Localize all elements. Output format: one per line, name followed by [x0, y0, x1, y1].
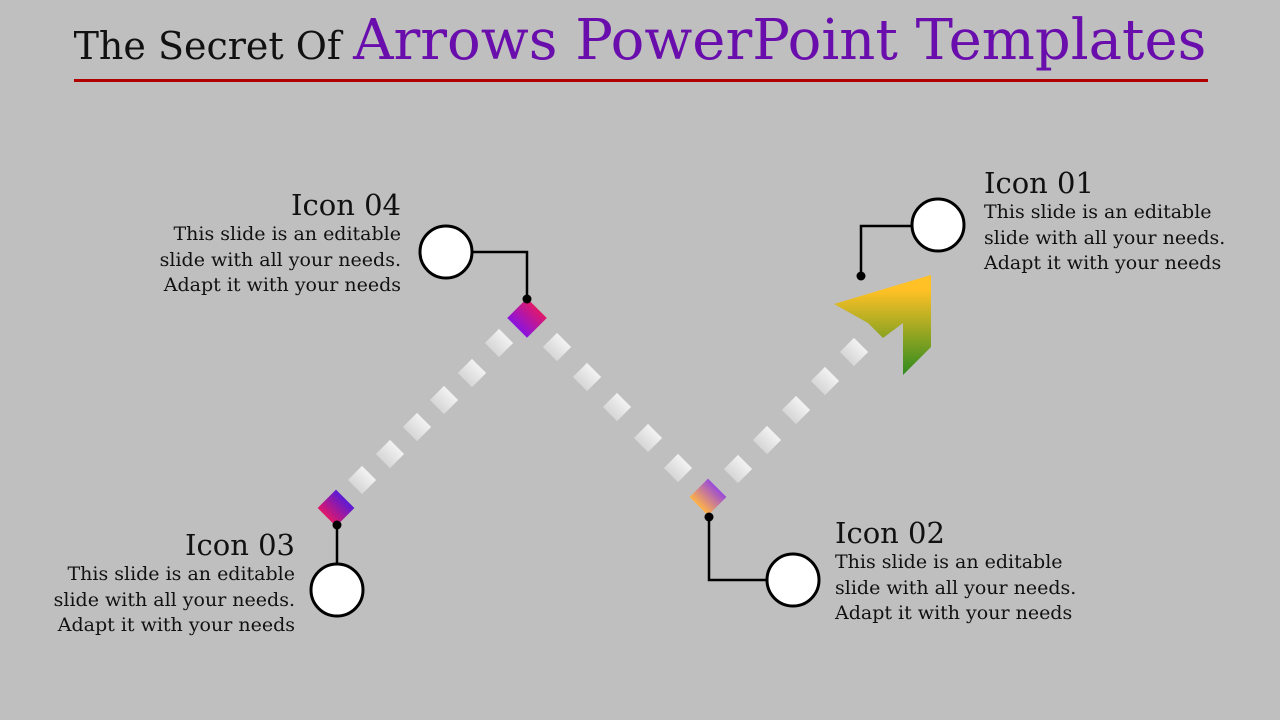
title-underline	[74, 79, 1208, 82]
path-tile	[429, 385, 459, 415]
connector-01	[859, 224, 911, 276]
icon-03-line-1: This slide is an editable	[67, 563, 295, 585]
icon-02-line-3: Adapt it with your needs	[835, 602, 1073, 624]
path-tile	[375, 439, 405, 469]
connector-dot-04	[522, 294, 532, 304]
text-block-icon-01: Icon 01 This slide is an editable slide …	[984, 166, 1225, 277]
path-tile	[402, 412, 432, 442]
icon-circle-01	[910, 197, 966, 253]
path-tile	[542, 332, 572, 362]
icon-circle-03	[309, 562, 365, 618]
connector-dot-03	[332, 520, 342, 530]
icon-01-heading: Icon 01	[984, 166, 1094, 200]
icon-04-line-1: This slide is an editable	[173, 223, 401, 245]
path-tile	[347, 465, 377, 495]
slide-title: The Secret Of Arrows PowerPoint Template…	[0, 8, 1280, 73]
text-block-icon-03: Icon 03 This slide is an editable slide …	[40, 528, 295, 639]
title-prefix: The Secret Of	[73, 24, 354, 68]
arrow-head	[834, 275, 931, 375]
icon-03-line-3: Adapt it with your needs	[57, 614, 295, 636]
icon-circle-04	[418, 224, 474, 280]
icon-02-line-2: slide with all your needs.	[835, 576, 1077, 599]
path-tile	[839, 337, 869, 367]
path-tile	[572, 362, 602, 392]
connector-dot-01	[856, 271, 866, 281]
path-tile	[810, 366, 840, 396]
icon-circle-02	[765, 552, 821, 608]
path-tile	[602, 392, 632, 422]
icon-04-heading: Icon 04	[291, 188, 401, 222]
connector-02	[707, 517, 767, 582]
marker-diamond-02	[689, 478, 727, 516]
connector-04	[473, 250, 529, 299]
path-tile	[781, 395, 811, 425]
path-tile	[663, 453, 693, 483]
path-tile	[633, 423, 663, 453]
icon-04-line-2: slide with all your needs.	[159, 248, 401, 271]
path-tile	[457, 358, 487, 388]
icon-04-line-3: Adapt it with your needs	[163, 274, 401, 296]
icon-01-line-1: This slide is an editable	[984, 201, 1212, 223]
icon-01-line-3: Adapt it with your needs	[984, 252, 1222, 274]
text-block-icon-02: Icon 02 This slide is an editable slide …	[835, 516, 1076, 627]
icon-01-line-2: slide with all your needs.	[984, 226, 1226, 249]
path-tile	[484, 328, 514, 358]
marker-diamond-04	[507, 298, 547, 338]
icon-02-line-1: This slide is an editable	[835, 551, 1063, 573]
path-tile	[723, 454, 753, 484]
title-accent: Arrows PowerPoint Templates	[353, 8, 1207, 73]
icon-02-heading: Icon 02	[835, 516, 945, 550]
icon-03-heading: Icon 03	[185, 528, 295, 562]
icon-03-line-2: slide with all your needs.	[53, 588, 295, 611]
connector-dot-02	[704, 512, 714, 522]
text-block-icon-04: Icon 04 This slide is an editable slide …	[146, 188, 401, 299]
path-tile	[752, 425, 782, 455]
tile-path	[347, 328, 869, 495]
marker-diamond-03	[317, 489, 355, 527]
